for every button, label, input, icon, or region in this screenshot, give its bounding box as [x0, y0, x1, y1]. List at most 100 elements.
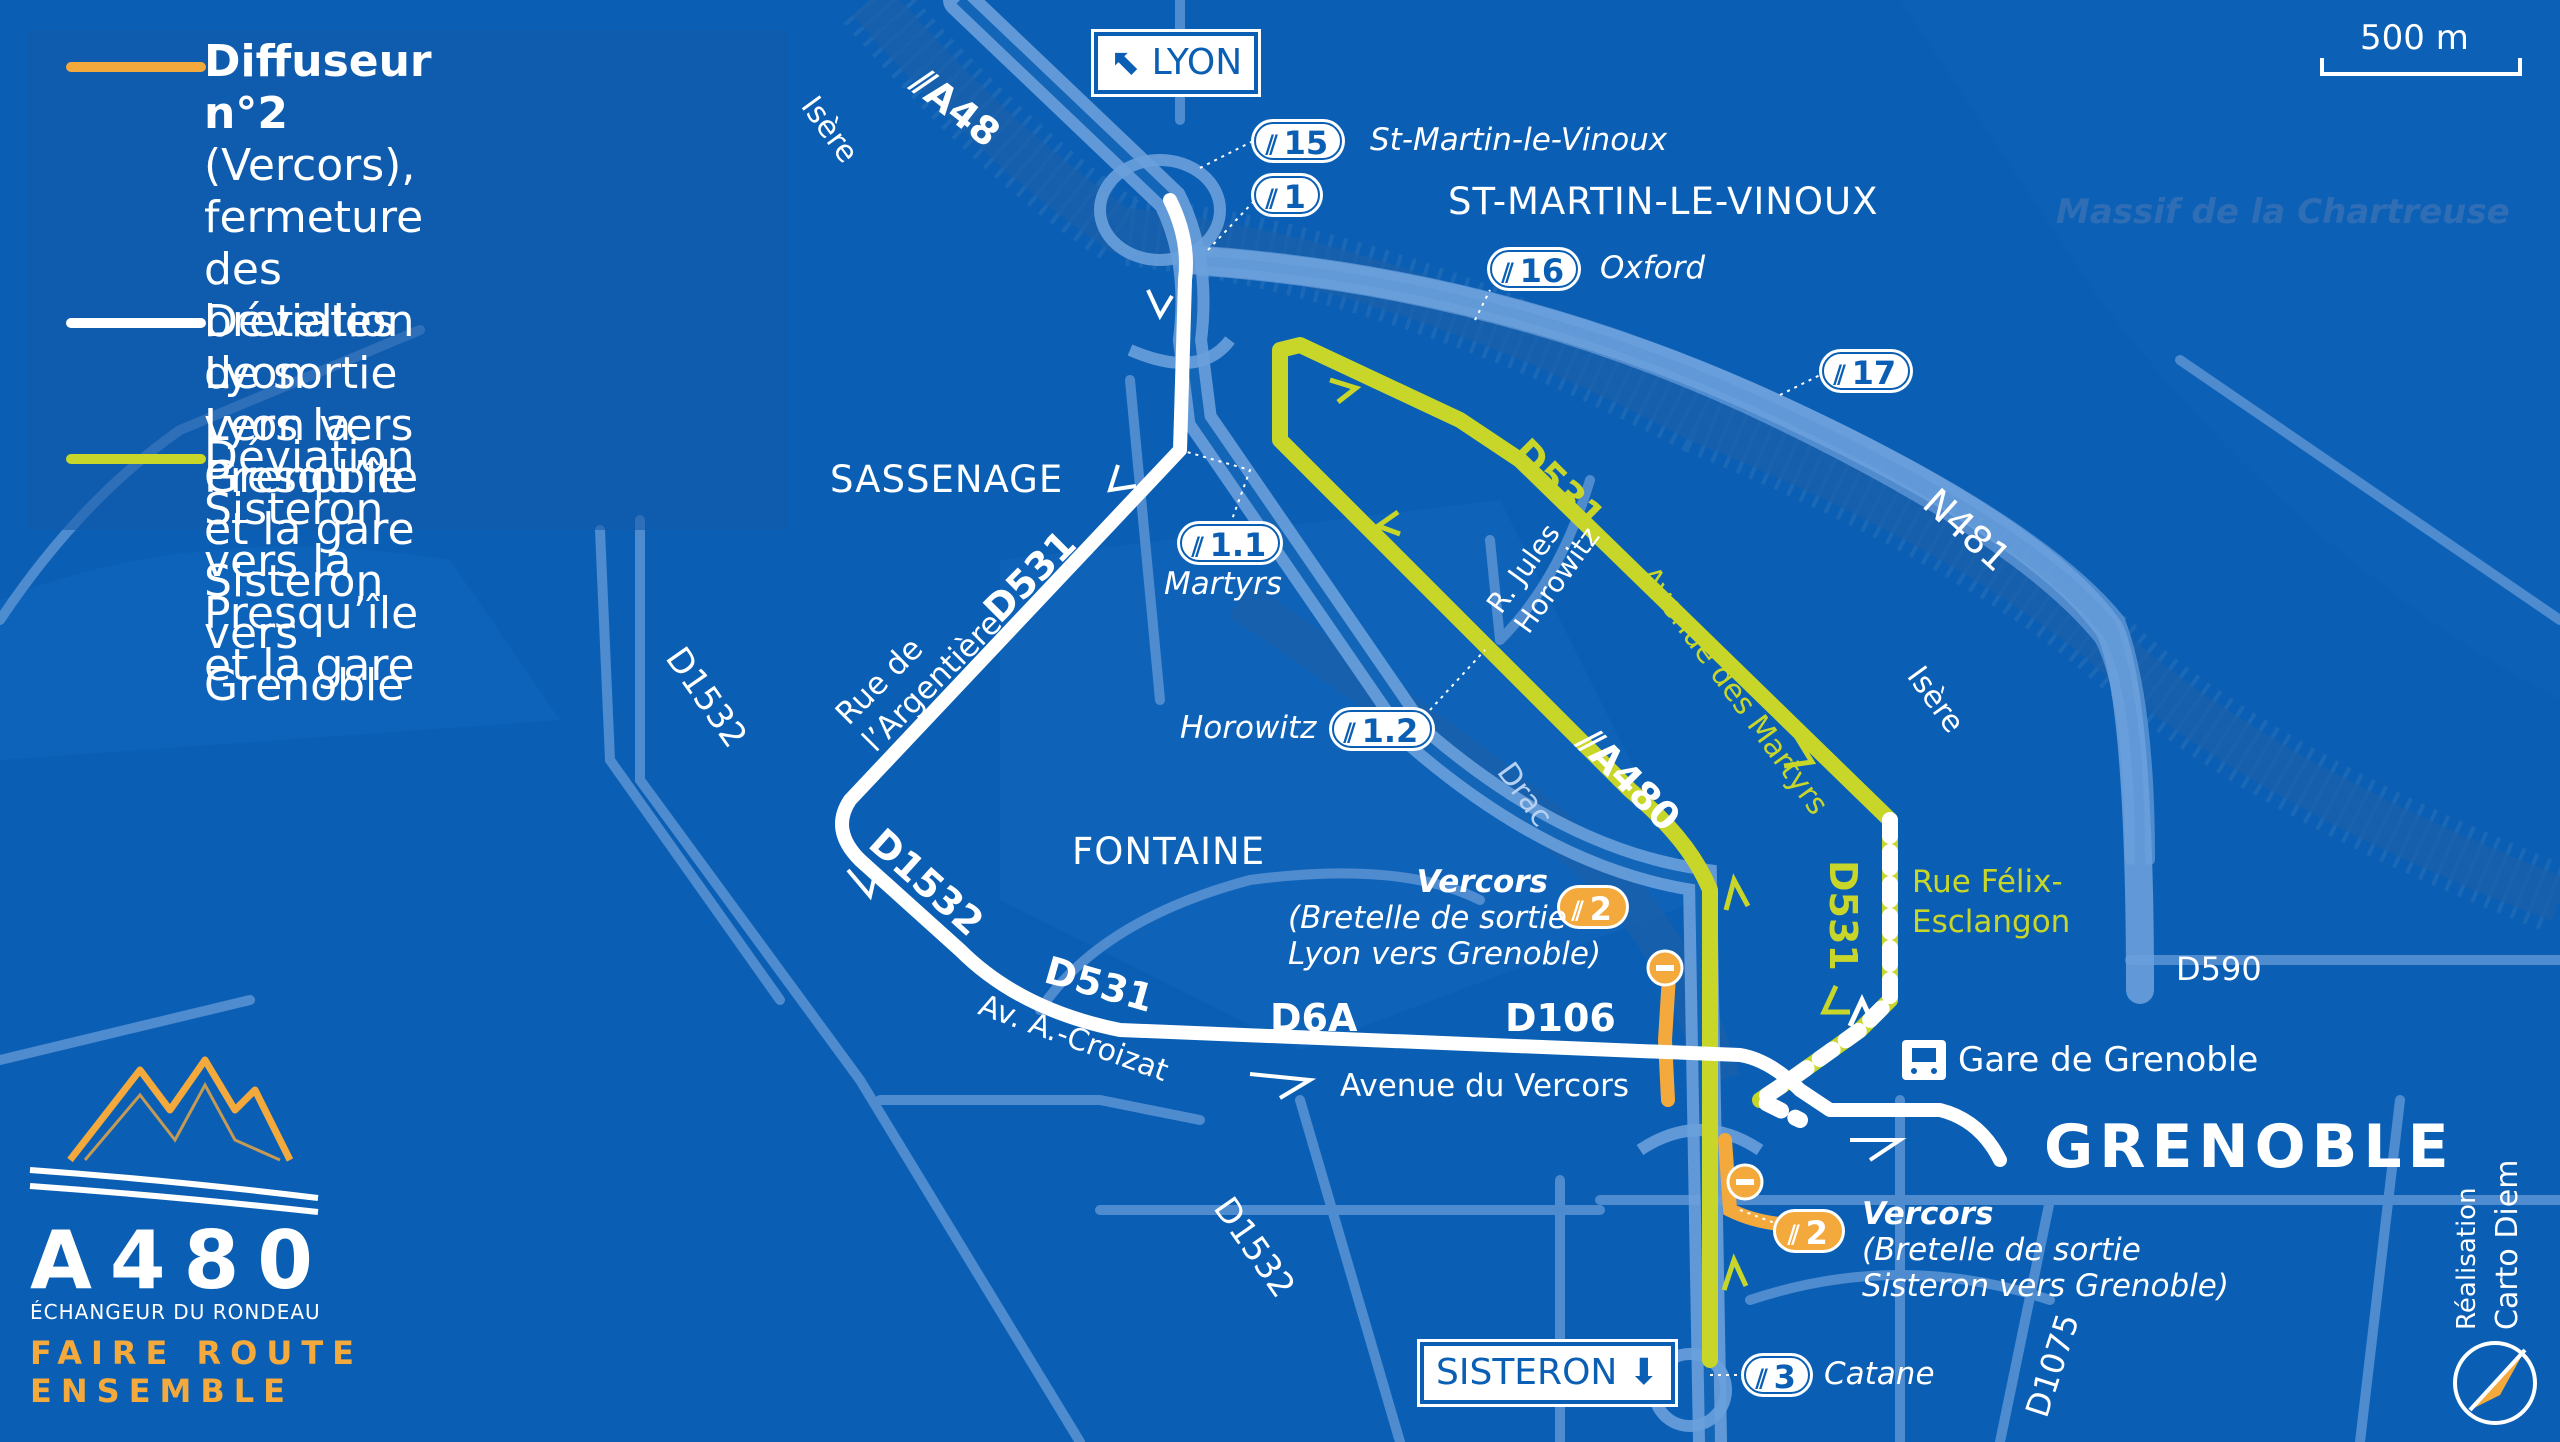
exit-1-2-name: Horowitz [1180, 710, 1317, 746]
isere-river-core [852, 0, 2560, 922]
brand-mountain-icon [29, 1056, 319, 1215]
exit-badge-16: ⫽16 [1490, 250, 1579, 290]
street-felix-1: Rue Félix- [1912, 864, 2063, 900]
legend-closure-bold: Diffuseur n°2 [204, 36, 432, 139]
exit-2a-title: Vercors [1416, 864, 1548, 900]
sign-lyon: ⬉ LYON [1094, 32, 1259, 94]
exit-2b-desc1: (Bretelle de sortie [1862, 1232, 2141, 1268]
direction-chevrons-sisteron [1329, 377, 1850, 1291]
scale-bar [2320, 58, 2522, 76]
terrain-west [0, 546, 560, 760]
exit-badge-2-sisteron: ⫽2 [1776, 1212, 1842, 1252]
place-grenoble: GRENOBLE [2044, 1112, 2455, 1182]
exit-2b-title: Vercors [1862, 1196, 1994, 1232]
motorway-n481 [1176, 246, 2154, 1004]
legend-panel: Diffuseur n°2 (Vercors), fermeture des b… [28, 30, 788, 711]
exit-2-sisteron-label: Vercors (Bretelle de sortie Sisteron ver… [1862, 1196, 2229, 1304]
exit-icon: ⫽ [1192, 533, 1204, 563]
legend-text-lyon: Déviation Lyon vers la Presqu’île et la … [204, 296, 418, 556]
exit-1-1-num: 1.1 [1209, 526, 1267, 564]
exit-badge-1-1: ⫽1.1 [1180, 524, 1281, 564]
exit-2b-desc2: Sisteron vers Grenoble) [1862, 1268, 2229, 1304]
exit-badge-15: ⫽15 [1254, 122, 1343, 162]
place-sassenage: SASSENAGE [830, 458, 1064, 501]
exit-badge-2-lyon: ⫽2 [1560, 888, 1626, 928]
detour-sisteron [1272, 337, 1898, 1368]
terrain-chartreuse [1900, 0, 2560, 700]
credit-line2: Carto Diem [2490, 1159, 2525, 1330]
brand-title: A480 [30, 1214, 331, 1307]
exit-3-name: Catane [1824, 1356, 1935, 1392]
exit-2b-num: 2 [1805, 1214, 1828, 1252]
brand-tagline-1: FAIRE ROUTE [30, 1334, 364, 1372]
exit-badge-3: ⫽3 [1744, 1356, 1810, 1396]
exit-badge-1: ⫽1 [1254, 176, 1320, 216]
exit-2a-num: 2 [1589, 890, 1612, 928]
detour-lyon [835, 193, 2007, 1167]
sign-sisteron: SISTERON ⬇ [1420, 1342, 1675, 1404]
direction-chevrons-lyon [846, 289, 1907, 1162]
exit-icon: ⫽ [1266, 185, 1278, 215]
legend-lyon-line1: Déviation Lyon [204, 296, 415, 399]
legend-sisteron-line2: vers la Presqu’île et la gare [204, 536, 419, 691]
exit-icon: ⫽ [1344, 719, 1356, 749]
legend-swatch-white [66, 318, 206, 328]
exit-icon: ⫽ [1834, 361, 1846, 391]
exit-2a-desc2: Lyon vers Grenoble) [1288, 936, 1602, 972]
sign-sisteron-text: SISTERON [1436, 1352, 1618, 1393]
legend-swatch-orange [66, 62, 206, 72]
exit-3-num: 3 [1773, 1358, 1796, 1396]
exit-1-2-num: 1.2 [1361, 712, 1419, 750]
exit-badge-1-2: ⫽1.2 [1332, 710, 1433, 750]
exit-icon: ⫽ [1266, 131, 1278, 161]
exit-1-num: 1 [1283, 178, 1306, 216]
place-chartreuse: Massif de la Chartreuse [2056, 192, 2510, 232]
street-felix-2: Esclangon [1912, 904, 2071, 940]
leader-lines [1179, 139, 1821, 1376]
brand-tagline-2: ENSEMBLE [30, 1372, 295, 1410]
legend-closure-line4: et Sisteron vers Grenoble [204, 504, 405, 711]
legend-swatch-green [66, 454, 206, 464]
road-d106: D106 [1505, 996, 1616, 1040]
legend-sisteron-line1: Déviation Sisteron [204, 432, 415, 535]
closure-marker-1 [1646, 949, 1684, 987]
exit-15-num: 15 [1283, 124, 1329, 162]
exit-icon: ⫽ [1788, 1221, 1800, 1251]
street-vercors: Avenue du Vercors [1340, 1068, 1630, 1104]
closure-marker-2 [1726, 1163, 1764, 1201]
exit-2a-desc1: (Bretelle de sortie [1288, 900, 1567, 936]
train-icon [1902, 1040, 1946, 1080]
exit-16-name: Oxford [1600, 250, 1706, 286]
place-fontaine: FONTAINE [1072, 830, 1266, 873]
road-d590: D590 [2176, 950, 2262, 988]
exit-icon: ⫽ [1572, 897, 1584, 927]
arrow-down-icon: ⬇ [1628, 1352, 1659, 1393]
scale-label: 500 m [2360, 18, 2469, 58]
brand-subtitle: ÉCHANGEUR DU RONDEAU [30, 1300, 321, 1324]
credit-line1: Réalisation [2452, 1187, 2482, 1330]
direction-chevrons-gare [1847, 994, 1877, 1028]
terrain-presquile [1000, 500, 1700, 1050]
exit-icon: ⫽ [1502, 259, 1514, 289]
legend-closure-line3: de sortie Lyon vers Grenoble [204, 348, 414, 503]
place-gare: Gare de Grenoble [1958, 1040, 2259, 1080]
exit-15-name: St-Martin-le-Vinoux [1370, 122, 1668, 158]
sign-lyon-text: LYON [1151, 42, 1243, 83]
exit-16-num: 16 [1519, 252, 1565, 290]
exit-1-1-name: Martyrs [1164, 566, 1282, 602]
legend-closure-line2: fermeture des bretelles [204, 192, 424, 347]
closed-ramp-lyon [1657, 953, 1677, 1107]
legend-closure-rest: (Vercors), [204, 140, 416, 191]
exit-badge-17: ⫽17 [1822, 352, 1911, 392]
place-st-martin: ST-MARTIN-LE-VINOUX [1448, 180, 1879, 223]
street-felix-esclangon: Rue Félix- Esclangon [1912, 862, 2070, 942]
legend-text-closure: Diffuseur n°2 (Vercors), fermeture des b… [204, 36, 432, 712]
road-d6a: D6A [1270, 996, 1358, 1040]
exit-icon: ⫽ [1756, 1365, 1768, 1395]
legend-lyon-line2: vers la Presqu’île et la gare [204, 400, 419, 555]
compass-icon [2453, 1341, 2537, 1425]
exit-17-num: 17 [1851, 354, 1897, 392]
arrow-up-left-icon: ⬉ [1110, 42, 1141, 83]
